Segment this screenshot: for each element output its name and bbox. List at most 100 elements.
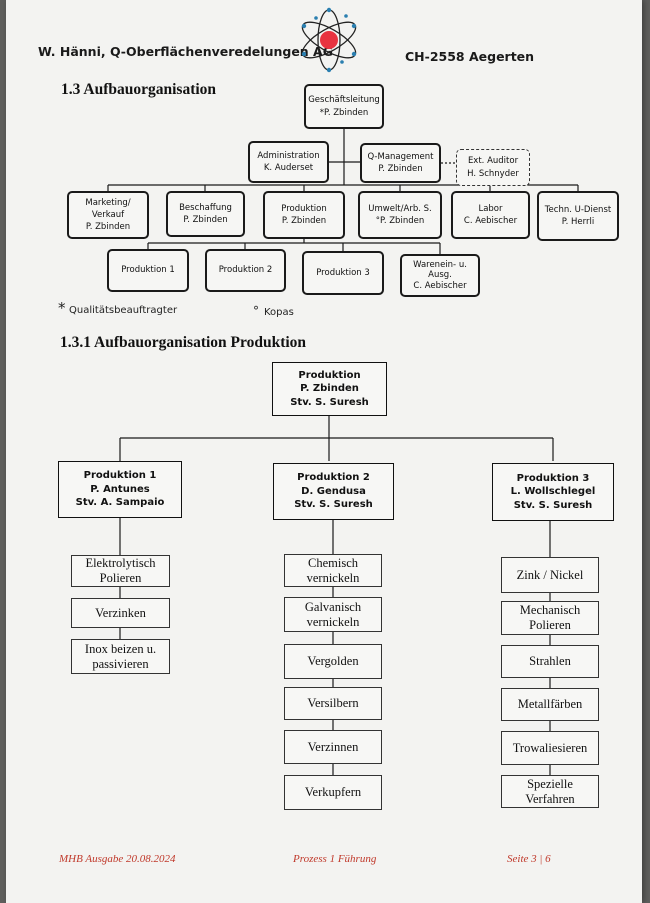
org-box-ext-auditor: Ext. Auditor H. Schnyder <box>456 149 530 186</box>
process-box: Elektrolytisch Polieren <box>71 555 170 587</box>
org-box-label: Ext. Auditor <box>467 156 519 167</box>
process-box: Vergolden <box>284 644 382 679</box>
legend-degree-symbol: ° <box>253 304 259 318</box>
prod-box-person: P. Antunes <box>90 483 150 495</box>
footer-page-number: Seite 3 | 6 <box>507 853 551 865</box>
org-box-person: P. Zbinden <box>183 215 228 225</box>
process-label: Strahlen <box>529 654 571 668</box>
process-box: Mechanisch Polieren <box>501 601 599 635</box>
prod-box-deputy: Stv. A. Sampaio <box>75 497 165 509</box>
prod-box-label: Produktion 3 <box>516 472 590 484</box>
legend-degree-text: Kopas <box>264 307 294 318</box>
company-name: W. Hänni, Q-Oberflächenveredelungen AG <box>38 44 333 59</box>
org-box-label: Administration <box>257 150 320 161</box>
org-box-produktion-3: Produktion 3 <box>302 251 384 295</box>
org-box-labor: Labor C. Aebischer <box>451 191 530 239</box>
org-box-label: Umwelt/Arb. S. <box>368 203 432 214</box>
org-box-techn-u-dienst: Techn. U-Dienst P. Herrli <box>537 191 619 241</box>
process-box: Galvanisch vernickeln <box>284 597 382 632</box>
process-box: Verzinken <box>71 598 170 628</box>
prod-box-top: Produktion P. Zbinden Stv. S. Suresh <box>272 362 387 416</box>
prod-box-deputy: Stv. S. Suresh <box>290 396 369 408</box>
org-box-label: Geschäftsleitung <box>308 95 380 106</box>
process-label: vernickeln <box>306 614 360 629</box>
process-label: Zink / Nickel <box>516 567 584 582</box>
org-box-produktion-1: Produktion 1 <box>107 249 189 292</box>
org-box-geschaeftsleitung: Geschäftsleitung *P. Zbinden <box>304 84 384 129</box>
process-box: Trowaliesieren <box>501 731 599 765</box>
legend-star-text: Qualitätsbeauftragter <box>69 305 178 316</box>
org-box-person: H. Schnyder <box>467 168 519 179</box>
process-label: Elektrolytisch <box>85 556 156 570</box>
process-label: Trowaliesieren <box>512 740 588 755</box>
org-box-label: Techn. U-Dienst <box>544 204 612 215</box>
org-box-produktion-2: Produktion 2 <box>205 249 286 292</box>
process-label: Verzinnen <box>307 739 359 754</box>
process-label: Chemisch <box>308 555 358 570</box>
org-box-person: C. Aebischer <box>463 216 518 226</box>
org-box-marketing: Marketing/ Verkauf P. Zbinden <box>67 191 149 239</box>
process-label: Versilbern <box>307 696 359 710</box>
process-label: vernickeln <box>306 570 360 585</box>
process-box: Verkupfern <box>284 775 382 810</box>
process-label: Verkupfern <box>304 785 362 799</box>
prod-box-label: Produktion 2 <box>297 472 370 484</box>
section-title-aufbau: 1.3 Aufbauorganisation <box>61 81 217 98</box>
process-label: Spezielle <box>527 776 573 791</box>
atom-logo-icon <box>301 7 357 73</box>
org-box-q-management: Q-Management P. Zbinden <box>360 143 441 183</box>
org-box-label: Labor <box>478 203 503 214</box>
process-label: Metallfärben <box>517 697 583 711</box>
prod-box-deputy: Stv. S. Suresh <box>294 499 373 511</box>
org-box-label: Ausg. <box>428 270 452 281</box>
prod-box-produktion-1: Produktion 1 P. Antunes Stv. A. Sampaio <box>58 461 182 518</box>
process-box: Strahlen <box>501 645 599 678</box>
process-label: Polieren <box>99 571 142 585</box>
org-box-person: °P. Zbinden <box>375 216 425 226</box>
company-location: CH-2558 Aegerten <box>405 49 535 64</box>
footer-edition: MHB Ausgabe 20.08.2024 <box>59 853 176 865</box>
org-box-label: Warenein- u. <box>413 259 467 270</box>
prod-box-person: P. Zbinden <box>300 383 359 395</box>
prod-box-person: D. Gendusa <box>301 485 366 497</box>
process-label: Verfahren <box>525 791 575 806</box>
org-box-label: Q-Management <box>367 151 434 162</box>
process-label: Mechanisch <box>519 603 581 617</box>
process-label: Polieren <box>529 618 571 632</box>
process-label: passivieren <box>92 656 149 671</box>
org-box-label: Produktion 3 <box>316 267 370 278</box>
process-box: Metallfärben <box>501 688 599 721</box>
process-box: Spezielle Verfahren <box>501 775 599 808</box>
org-box-label: Verkauf <box>91 209 125 220</box>
process-label: Inox beizen u. <box>84 641 157 656</box>
process-box: Verzinnen <box>284 730 382 764</box>
process-label: Galvanisch <box>304 599 362 614</box>
org-box-warenein-ausg: Warenein- u. Ausg. C. Aebischer <box>400 254 480 297</box>
org-box-person: K. Auderset <box>263 163 314 173</box>
process-box: Zink / Nickel <box>501 557 599 593</box>
footer-process: Prozess 1 Führung <box>293 853 377 865</box>
org-box-person: P. Zbinden <box>281 216 327 226</box>
org-box-administration: Administration K. Auderset <box>248 141 329 183</box>
org-box-umwelt: Umwelt/Arb. S. °P. Zbinden <box>358 191 442 239</box>
org-box-label: Beschaffung <box>179 202 232 213</box>
section-title-produktion: 1.3.1 Aufbauorganisation Produktion <box>60 334 307 351</box>
org-box-person: P. Zbinden <box>85 222 131 233</box>
process-box: Inox beizen u. passivieren <box>71 639 170 674</box>
prod-box-person: L. Wollschlegel <box>510 486 596 498</box>
prod-box-produktion-2: Produktion 2 D. Gendusa Stv. S. Suresh <box>273 463 394 520</box>
org-box-person: C. Aebischer <box>413 280 467 291</box>
prod-box-deputy: Stv. S. Suresh <box>513 499 593 511</box>
process-box: Chemisch vernickeln <box>284 554 382 587</box>
org-box-person: *P. Zbinden <box>319 107 369 118</box>
process-label: Verzinken <box>95 605 146 620</box>
prod-box-produktion-3: Produktion 3 L. Wollschlegel Stv. S. Sur… <box>492 463 614 521</box>
org-box-label: Marketing/ <box>85 197 131 208</box>
legend-star-symbol: * <box>58 299 66 317</box>
org-box-label: Produktion 1 <box>121 265 175 276</box>
process-label: Vergolden <box>307 654 359 668</box>
org-box-beschaffung: Beschaffung P. Zbinden <box>166 191 245 237</box>
prod-box-label: Produktion 1 <box>83 470 157 482</box>
process-box: Versilbern <box>284 687 382 720</box>
